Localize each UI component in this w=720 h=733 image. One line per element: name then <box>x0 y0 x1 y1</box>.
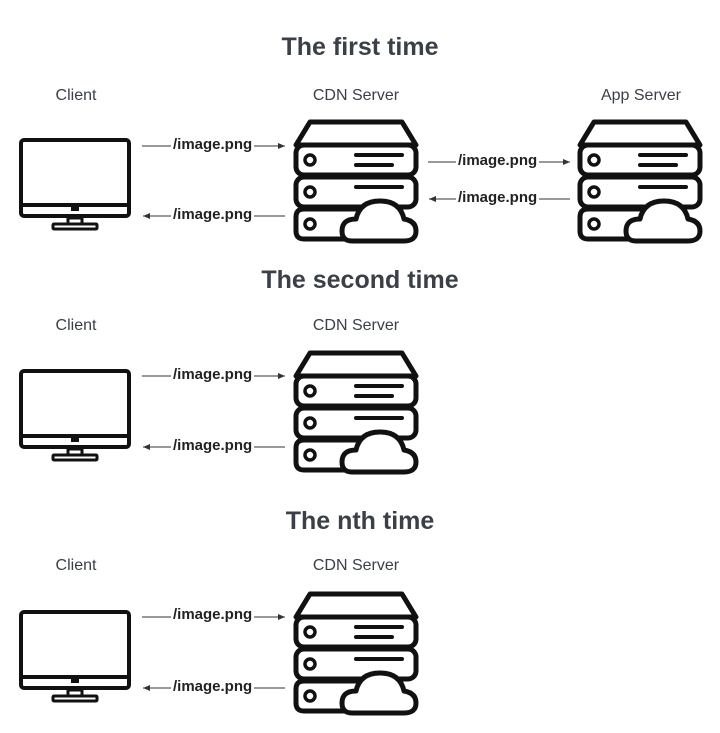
app-server-label: App Server <box>600 87 682 104</box>
server-cloud-icon <box>292 119 420 244</box>
monitor-icon <box>19 138 131 231</box>
section-title: The nth time <box>285 507 435 535</box>
flow-label-cdn-to-client: /image.png <box>171 437 255 455</box>
monitor-icon <box>19 610 131 703</box>
section-first-time: The first time Client CDN Server App Ser… <box>0 0 720 240</box>
cdn-label: CDN Server <box>312 557 400 574</box>
section-title: The first time <box>281 33 439 61</box>
client-label: Client <box>55 557 97 574</box>
cdn-label: CDN Server <box>312 317 400 334</box>
server-cloud-icon <box>292 591 420 716</box>
app-server-cloud-icon <box>576 119 704 244</box>
client-label: Client <box>55 317 97 334</box>
flow-label-client-to-cdn: /image.png <box>171 366 255 384</box>
flow-label-client-to-cdn: /image.png <box>171 136 255 154</box>
cdn-label: CDN Server <box>312 87 400 104</box>
flow-label-cdn-to-app: /image.png <box>456 152 540 170</box>
section-title: The second time <box>261 266 459 294</box>
client-label: Client <box>55 87 97 104</box>
server-cloud-icon <box>292 350 420 475</box>
monitor-icon <box>19 369 131 462</box>
section-nth-time: The nth time Client CDN Server /image.pn… <box>0 474 720 714</box>
section-second-time: The second time Client CDN Server /image… <box>0 233 720 473</box>
flow-label-app-to-cdn: /image.png <box>456 189 540 207</box>
flow-label-client-to-cdn: /image.png <box>171 606 255 624</box>
flow-label-cdn-to-client: /image.png <box>171 678 255 696</box>
flow-label-cdn-to-client: /image.png <box>171 206 255 224</box>
